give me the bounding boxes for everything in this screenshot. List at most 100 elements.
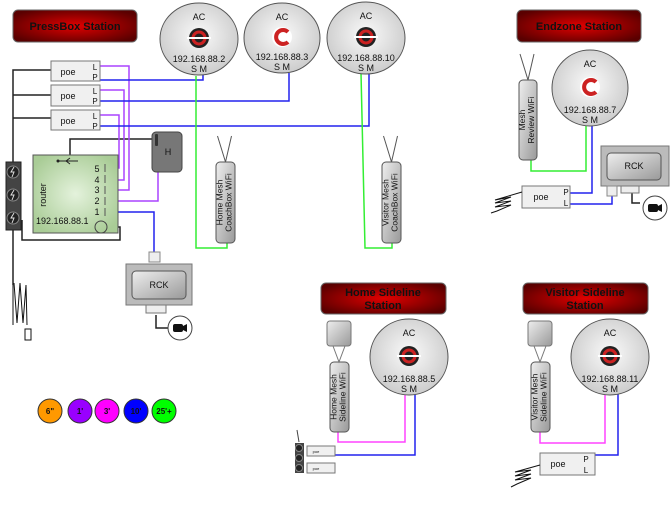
svg-text:P: P bbox=[92, 73, 97, 82]
camera-icon bbox=[648, 204, 662, 212]
ap-ip: 192.168.88.5 bbox=[383, 374, 436, 384]
banner-label: Home Sideline bbox=[345, 287, 421, 299]
svg-text:10': 10' bbox=[131, 407, 142, 416]
ap-label: AC bbox=[276, 12, 289, 22]
svg-text:L: L bbox=[93, 63, 98, 72]
banner-label: Station bbox=[566, 300, 604, 312]
power-strip-home-sideline bbox=[295, 429, 304, 473]
banner-label: Visitor Sideline bbox=[545, 287, 624, 299]
access-point: AC 192.168.88.7S M bbox=[551, 49, 629, 127]
router: router 192.168.88.1 5 4 3 2 1 bbox=[32, 154, 119, 234]
logo-icon bbox=[354, 27, 378, 47]
cable-length-legend: 6" 1' 3' 10' 25'+ bbox=[37, 398, 177, 424]
power-icon bbox=[10, 166, 15, 178]
svg-text:Sideline WiFi: Sideline WiFi bbox=[539, 372, 549, 422]
power-icon bbox=[10, 212, 15, 224]
router-port-1: 1 bbox=[94, 207, 99, 217]
svg-text:poe: poe bbox=[550, 459, 565, 469]
rck-unit: RCK bbox=[125, 251, 193, 341]
svg-text:H: H bbox=[165, 147, 172, 157]
svg-text:P: P bbox=[92, 97, 97, 106]
power-cord-icon bbox=[490, 191, 523, 214]
ap-label: AC bbox=[584, 59, 597, 69]
banner-label: PressBox Station bbox=[29, 21, 120, 33]
ap-label: AC bbox=[360, 11, 373, 21]
ap-ports: S M bbox=[401, 384, 417, 394]
ap-label: AC bbox=[193, 12, 206, 22]
ap-ip: 192.168.88.11 bbox=[582, 374, 639, 384]
legend-item: 6" bbox=[37, 398, 63, 424]
logo-icon bbox=[580, 77, 600, 97]
svg-text:L: L bbox=[93, 87, 98, 96]
display-visitor-sideline bbox=[527, 320, 553, 364]
ap-ip: 192.168.88.7 bbox=[564, 105, 617, 115]
svg-text:router: router bbox=[38, 183, 48, 207]
router-ip: 192.168.88.1 bbox=[36, 216, 89, 226]
poe-injector: poe L P bbox=[50, 84, 101, 107]
svg-text:RCK: RCK bbox=[149, 280, 168, 290]
logo-icon bbox=[272, 27, 292, 47]
svg-text:1': 1' bbox=[77, 407, 83, 416]
svg-text:Visitor Mesh: Visitor Mesh bbox=[530, 373, 540, 420]
usb-icon bbox=[56, 157, 78, 165]
svg-text:Home Mesh: Home Mesh bbox=[329, 374, 339, 420]
poe-injector-endzone: poe P L bbox=[490, 185, 571, 214]
power-icon bbox=[10, 189, 15, 201]
svg-text:CoachBox WiFi: CoachBox WiFi bbox=[224, 173, 234, 232]
ap-ip: 192.168.88.10 bbox=[337, 53, 395, 63]
router-port-3: 3 bbox=[94, 185, 99, 195]
poe-injector: poe L P bbox=[50, 109, 101, 131]
rck-unit-endzone: RCK bbox=[600, 145, 670, 221]
poe-injector: poe L P bbox=[50, 60, 101, 82]
ap-ports: S M bbox=[358, 63, 374, 73]
svg-text:Mesh: Mesh bbox=[517, 109, 527, 130]
access-point: AC 192.168.88.2S M bbox=[159, 2, 239, 76]
router-port-5: 5 bbox=[94, 164, 99, 174]
ap-label: AC bbox=[403, 328, 416, 338]
banner-label: Station bbox=[364, 300, 402, 312]
router-port-2: 2 bbox=[94, 196, 99, 206]
antenna-icon bbox=[519, 53, 535, 81]
banner-label: Endzone Station bbox=[536, 21, 622, 33]
ap-label: AC bbox=[604, 328, 617, 338]
ap-ports: S M bbox=[191, 64, 207, 74]
router-port-4: 4 bbox=[94, 175, 99, 185]
legend-item: 25'+ bbox=[151, 398, 177, 424]
banner-home-sideline-station: Home Sideline Station bbox=[320, 282, 447, 315]
camera-icon bbox=[173, 324, 187, 332]
access-point: AC 192.168.88.5S M bbox=[369, 318, 449, 396]
svg-text:6": 6" bbox=[46, 407, 54, 416]
svg-text:Home Mesh: Home Mesh bbox=[215, 179, 225, 225]
svg-text:poe: poe bbox=[60, 91, 75, 101]
power-cord-icon bbox=[510, 464, 541, 488]
banner-endzone-station: Endzone Station bbox=[516, 9, 642, 43]
svg-text:3': 3' bbox=[104, 407, 110, 416]
svg-text:L: L bbox=[93, 112, 98, 121]
access-point: AC 192.168.88.11S M bbox=[570, 318, 650, 396]
ap-ip: 192.168.88.2 bbox=[173, 54, 226, 64]
poe-injector-home-sideline: poe poe bbox=[306, 445, 336, 474]
svg-text:poe: poe bbox=[313, 449, 320, 454]
svg-text:Review WiFi: Review WiFi bbox=[526, 96, 536, 143]
svg-text:poe: poe bbox=[60, 67, 75, 77]
legend-item: 10' bbox=[123, 398, 149, 424]
svg-text:poe: poe bbox=[60, 116, 75, 126]
svg-text:P: P bbox=[563, 188, 568, 197]
ap-ports: S M bbox=[582, 115, 598, 125]
svg-text:poe: poe bbox=[313, 466, 320, 471]
svg-text:25'+: 25'+ bbox=[156, 407, 172, 416]
svg-text:RCK: RCK bbox=[624, 161, 643, 171]
svg-text:poe: poe bbox=[533, 192, 548, 202]
antenna-icon bbox=[217, 135, 232, 163]
display-home-sideline bbox=[326, 320, 352, 364]
power-cord-icon bbox=[12, 282, 32, 341]
ap-ports: S M bbox=[602, 384, 618, 394]
